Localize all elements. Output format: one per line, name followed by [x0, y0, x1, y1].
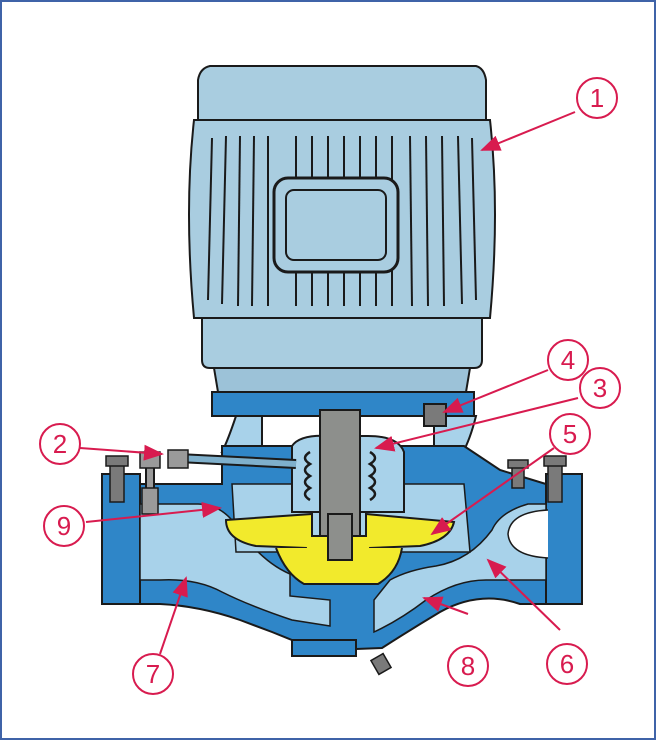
- bracket-bolt: [423, 403, 447, 427]
- mechanical-seal: [303, 450, 377, 502]
- callout-1-label: 1: [590, 83, 604, 113]
- callout-7: 7: [132, 653, 174, 695]
- impeller: [224, 512, 456, 585]
- callout-9: 9: [43, 505, 85, 547]
- flange-bolts: [105, 455, 567, 503]
- callout-8-label: 8: [461, 651, 475, 681]
- callout-5-label: 5: [563, 419, 577, 449]
- discharge-passage: [373, 503, 547, 634]
- callout-6: 6: [546, 643, 588, 685]
- motor: [188, 65, 496, 393]
- callout-5: 5: [549, 413, 591, 455]
- callout-3: 3: [579, 367, 621, 409]
- callout-arrows: [79, 111, 579, 655]
- callout-1: 1: [576, 77, 618, 119]
- callout-4-label: 4: [561, 345, 575, 375]
- callout-2-label: 2: [53, 429, 67, 459]
- seal-chamber: [291, 409, 405, 543]
- callout-2: 2: [39, 423, 81, 465]
- flushing-pipe: [139, 449, 297, 515]
- callout-4: 4: [547, 339, 589, 381]
- callout-8: 8: [447, 645, 489, 687]
- callout-3-label: 3: [593, 373, 607, 403]
- callout-9-label: 9: [57, 511, 71, 541]
- callout-7-label: 7: [146, 659, 160, 689]
- callout-6-label: 6: [560, 649, 574, 679]
